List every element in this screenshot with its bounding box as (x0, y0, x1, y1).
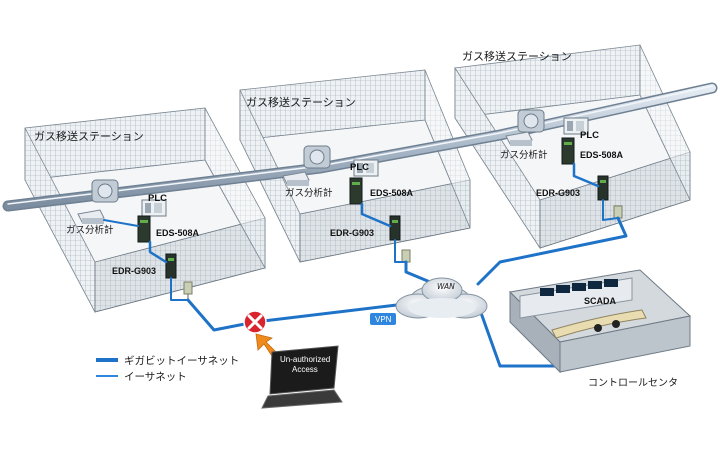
station-3-title: ガス移送ステーション (462, 49, 572, 63)
station-2-equipment (282, 159, 411, 263)
unauthorized-line1: Un-authorized (280, 355, 330, 364)
station-2-analyzer-label: ガス分析計 (285, 187, 333, 199)
plc-device (563, 117, 589, 135)
field-instrument (401, 249, 411, 263)
network-links (103, 162, 628, 368)
station-3-equipment (505, 117, 623, 219)
station-1-eds-label: EDS-508A (156, 228, 200, 238)
station-1-plc-label: PLC (148, 193, 167, 204)
vpn-label: VPN (375, 315, 392, 324)
valve-assembly-2 (303, 145, 331, 169)
wan-cloud (395, 277, 488, 319)
station-1-edr-label: EDR-G903 (112, 266, 156, 276)
station-3-analyzer-label: ガス分析計 (500, 149, 548, 161)
scada-label: SCADA (584, 296, 617, 306)
control-center-label: コントロールセンタ (588, 377, 678, 389)
station-1-right-fence (204, 107, 266, 270)
operator-console (551, 309, 647, 339)
intrusion-arrow-icon (255, 333, 277, 357)
unauthorized-access-laptop: Un-authorized Access (261, 345, 343, 409)
valve-assembly-3 (517, 109, 545, 133)
blocked-x-icon (243, 310, 267, 334)
legend: ギガビットイーサネット イーサネット (96, 355, 239, 383)
gas-analyzer-device (505, 131, 533, 146)
edr-router-device (389, 215, 401, 241)
plc-device (353, 159, 379, 177)
wan-label: WAN (437, 282, 455, 291)
eds-switch-device (349, 177, 363, 205)
control-center-room (508, 269, 692, 374)
vpn-tag: VPN (370, 313, 396, 325)
field-instrument (183, 281, 193, 300)
scada-display-wall (540, 279, 618, 296)
station-2-eds-label: EDS-508A (370, 188, 414, 198)
unauthorized-line2: Access (292, 365, 318, 374)
eds-switch-device (137, 215, 151, 243)
station-2-plc-label: PLC (350, 162, 369, 173)
eds-switch-device (561, 137, 575, 165)
station-1-equipment (77, 199, 193, 300)
gas-analyzer-device (77, 209, 105, 224)
station-3-right-fence (639, 44, 691, 201)
valve-assembly-1 (91, 179, 119, 203)
station-1-analyzer-label: ガス分析計 (66, 224, 114, 236)
gas-analyzer-device (282, 171, 310, 186)
edr-router-device (597, 175, 609, 201)
station-2-edr-label: EDR-G903 (330, 228, 374, 238)
field-instrument (613, 205, 623, 219)
station-1-title: ガス移送ステーション (34, 129, 144, 143)
legend-label-gigabit: ギガビットイーサネット (124, 355, 239, 367)
edr-router-device (165, 253, 177, 279)
legend-item-gigabit: ギガビットイーサネット (96, 355, 239, 367)
station-2-title: ガス移送ステーション (246, 95, 356, 109)
station-3-eds-label: EDS-508A (580, 150, 624, 160)
legend-item-ethernet: イーサネット (96, 371, 187, 383)
legend-label-ethernet: イーサネット (124, 371, 187, 383)
station-3-edr-label: EDR-G903 (536, 188, 580, 198)
plc-device (141, 199, 167, 217)
station-3-plc-label: PLC (580, 130, 599, 141)
